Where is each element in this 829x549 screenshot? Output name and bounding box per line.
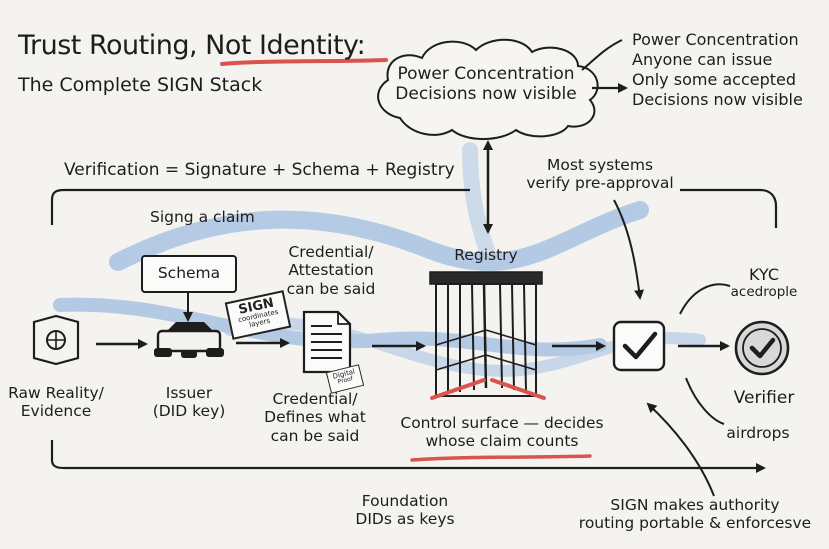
credential-top-line1: Credential/ [288,243,374,261]
credential-bottom-line3: can be said [270,426,360,445]
sign-check-icon [612,320,666,372]
registry-label: Registry [454,246,518,264]
cloud-text: Power Concentration Decisions now visibl… [388,64,584,104]
callout-line-4: Decisions now visible [632,90,803,110]
title-underline [220,58,388,66]
credential-bottom-text: Credential/ Defines what can be said [258,390,372,445]
raw-reality-text: Raw Reality/ Evidence [0,384,112,421]
airdrops-label: airdrops [726,424,790,442]
credential-bottom-line2: Defines what [264,408,366,427]
foundation-arrow [50,440,766,473]
cloud-text-line1: Power Concentration [397,64,575,84]
most-systems-line2: verify pre-approval [526,174,674,193]
page-title: Trust Routing, Not Identity: [18,30,366,62]
cloud-text-line2: Decisions now visible [395,84,577,105]
evidence-icon [32,314,80,366]
credential-top-line2: Attestation [288,261,374,280]
foundation-line1: Foundation [361,492,449,510]
control-surface-line1: Control surface — decides [400,414,604,432]
issuer-text: Issuer (DID key) [134,384,244,421]
raw-reality-line2: Evidence [20,402,92,421]
sign-makes-text: SIGN makes authority routing portable & … [570,496,820,533]
flow-band-upper [109,201,649,272]
issuer-icon [154,322,224,358]
page-subtitle: The Complete SIGN Stack [18,74,263,96]
control-surface-text: Control surface — decides whose claim co… [384,414,620,451]
most-systems-line1: Most systems [546,156,654,174]
foundation-line2: DIDs as keys [355,510,455,529]
issuer-line1: Issuer [165,384,213,402]
control-surface-line2: whose claim counts [425,432,579,451]
airdrops-curve [685,377,725,425]
most-systems-text: Most systems verify pre-approval [520,156,680,193]
verification-bracket [50,188,778,228]
kyc-line2: acedrople [730,283,798,300]
issuer-line2: (DID key) [152,402,226,421]
raw-reality-line1: Raw Reality/ [8,384,104,402]
flow-band-vertical [462,142,498,268]
verification-formula: Verification = Signature + Schema + Regi… [64,160,455,180]
title-part-2: Not Identity [205,30,357,61]
sign-a-claim-label: Signg a claim [150,208,255,226]
callout-line-2: Anyone can issue [632,50,773,70]
title-part-1: Trust Routing, [18,30,206,61]
schema-label: Schema [157,264,221,282]
kyc-curve [679,283,731,315]
registry-gate-icon [429,271,543,397]
callout-line-3: Only some accepted [632,70,797,90]
document-icon [302,310,352,374]
sign-makes-line2: routing portable & enforcesve [578,514,812,533]
title-part-3: : [356,30,366,61]
most-systems-arrow [613,199,645,300]
verifier-check-icon [734,320,790,376]
power-callout: Power Concentration Anyone can issue Onl… [632,30,803,111]
credential-bottom-line1: Credential/ [272,390,358,408]
registry-base-red [430,378,546,400]
callout-connector [581,39,623,71]
callout-line-1: Power Concentration [632,30,799,49]
kyc-line1: KYC [749,265,779,284]
credential-top-text: Credential/ Attestation can be said [276,243,386,298]
kyc-text: KYC acedrople [718,265,810,301]
sign-makes-line1: SIGN makes authority [610,496,780,514]
cloud-shape [377,38,599,140]
foundation-text: Foundation DIDs as keys [340,492,470,529]
control-surface-underline [410,454,592,462]
sign-makes-arrow [646,402,715,497]
credential-top-line3: can be said [286,279,376,298]
verifier-label: Verifier [733,388,795,408]
